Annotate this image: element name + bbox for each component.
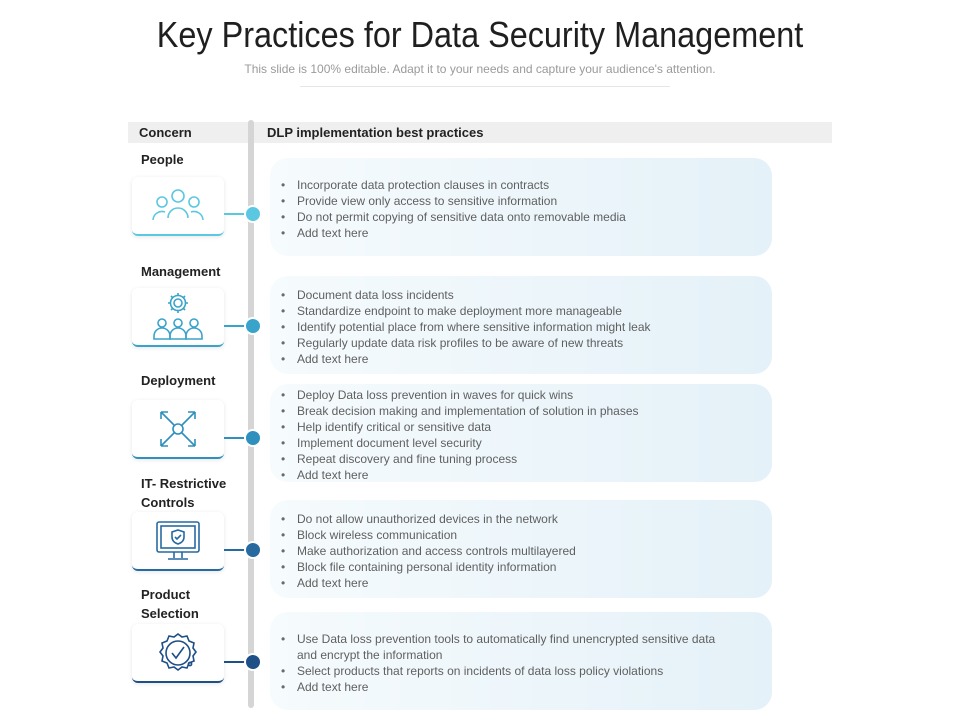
list-item: Do not permit copying of sensitive data … <box>281 209 772 225</box>
gear-team-icon <box>153 292 203 340</box>
monitor-shield-icon <box>156 520 200 560</box>
header-concern: Concern <box>139 125 192 140</box>
concern-label-line: IT- Restrictive <box>141 476 227 491</box>
slide-subtitle: This slide is 100% editable. Adapt it to… <box>244 62 716 76</box>
list-item: Add text here <box>281 467 772 483</box>
timeline-bar <box>248 120 254 708</box>
slide-title: Key Practices for Data Security Manageme… <box>156 14 804 55</box>
check-badge-icon <box>159 632 197 671</box>
list-item: Provide view only access to sensitive in… <box>281 193 772 209</box>
practices-box-people: Incorporate data protection clauses in c… <box>270 158 772 256</box>
list-item: Standardize endpoint to make deployment … <box>281 303 772 319</box>
icon-card-deployment <box>132 400 224 459</box>
timeline-dot-people <box>244 205 262 223</box>
connector-it-controls <box>224 549 250 551</box>
practices-list-it-controls: Do not allow unauthorized devices in the… <box>270 500 772 591</box>
list-item: Implement document level security <box>281 435 772 451</box>
connector-deployment <box>224 437 250 439</box>
timeline-dot-product-selection <box>244 653 262 671</box>
concern-label-people: People <box>141 152 184 167</box>
concern-label-it-controls: IT- Restrictive Controls <box>141 474 226 512</box>
practices-list-management: Document data loss incidents Standardize… <box>270 276 772 367</box>
list-item: Add text here <box>281 679 772 695</box>
concern-label-product-selection: Product Selection <box>141 585 199 623</box>
icon-card-it-controls <box>132 512 224 571</box>
people-group-icon <box>152 188 204 220</box>
practices-box-management: Document data loss incidents Standardize… <box>270 276 772 374</box>
icon-card-management <box>132 288 224 347</box>
connector-product-selection <box>224 661 250 663</box>
list-item: Help identify critical or sensitive data <box>281 419 772 435</box>
list-item: Add text here <box>281 225 772 241</box>
practices-box-deployment: Deploy Data loss prevention in waves for… <box>270 384 772 483</box>
header-practices: DLP implementation best practices <box>267 125 484 140</box>
list-item: Do not allow unauthorized devices in the… <box>281 511 772 527</box>
practices-list-people: Incorporate data protection clauses in c… <box>270 158 772 241</box>
practices-box-product-selection: Use Data loss prevention tools to automa… <box>270 612 772 710</box>
timeline-dot-deployment <box>244 429 262 447</box>
connector-management <box>224 325 250 327</box>
subtitle-divider <box>300 86 670 87</box>
practices-list-deployment: Deploy Data loss prevention in waves for… <box>270 384 772 483</box>
list-item: Add text here <box>281 351 772 367</box>
list-item: Document data loss incidents <box>281 287 772 303</box>
concern-label-management: Management <box>141 264 221 279</box>
list-item: Add text here <box>281 575 772 591</box>
timeline-dot-management <box>244 317 262 335</box>
practices-list-product-selection: Use Data loss prevention tools to automa… <box>270 612 772 695</box>
icon-card-people <box>132 177 224 236</box>
practices-box-it-controls: Do not allow unauthorized devices in the… <box>270 500 772 598</box>
list-item: Incorporate data protection clauses in c… <box>281 177 772 193</box>
concern-label-deployment: Deployment <box>141 373 216 388</box>
expand-arrows-icon <box>160 410 196 447</box>
list-item: Use Data loss prevention tools to automa… <box>281 631 772 647</box>
list-item: Break decision making and implementation… <box>281 403 772 419</box>
list-item: Repeat discovery and fine tuning process <box>281 451 772 467</box>
list-item: Select products that reports on incident… <box>281 663 772 679</box>
concern-label-line: Product <box>141 587 191 602</box>
table-header-bar <box>128 122 832 143</box>
list-item-continuation: and encrypt the information <box>297 648 443 662</box>
list-item: Deploy Data loss prevention in waves for… <box>281 387 772 403</box>
concern-label-line: Selection <box>141 606 199 621</box>
list-item: Block file containing personal identity … <box>281 559 772 575</box>
list-item: Identify potential place from where sens… <box>281 319 772 335</box>
list-item: Block wireless communication <box>281 527 772 543</box>
list-item: Regularly update data risk profiles to b… <box>281 335 772 351</box>
icon-card-product-selection <box>132 624 224 683</box>
list-item: Make authorization and access controls m… <box>281 543 772 559</box>
concern-label-line: Controls <box>141 495 195 510</box>
connector-people <box>224 213 250 215</box>
timeline-dot-it-controls <box>244 541 262 559</box>
